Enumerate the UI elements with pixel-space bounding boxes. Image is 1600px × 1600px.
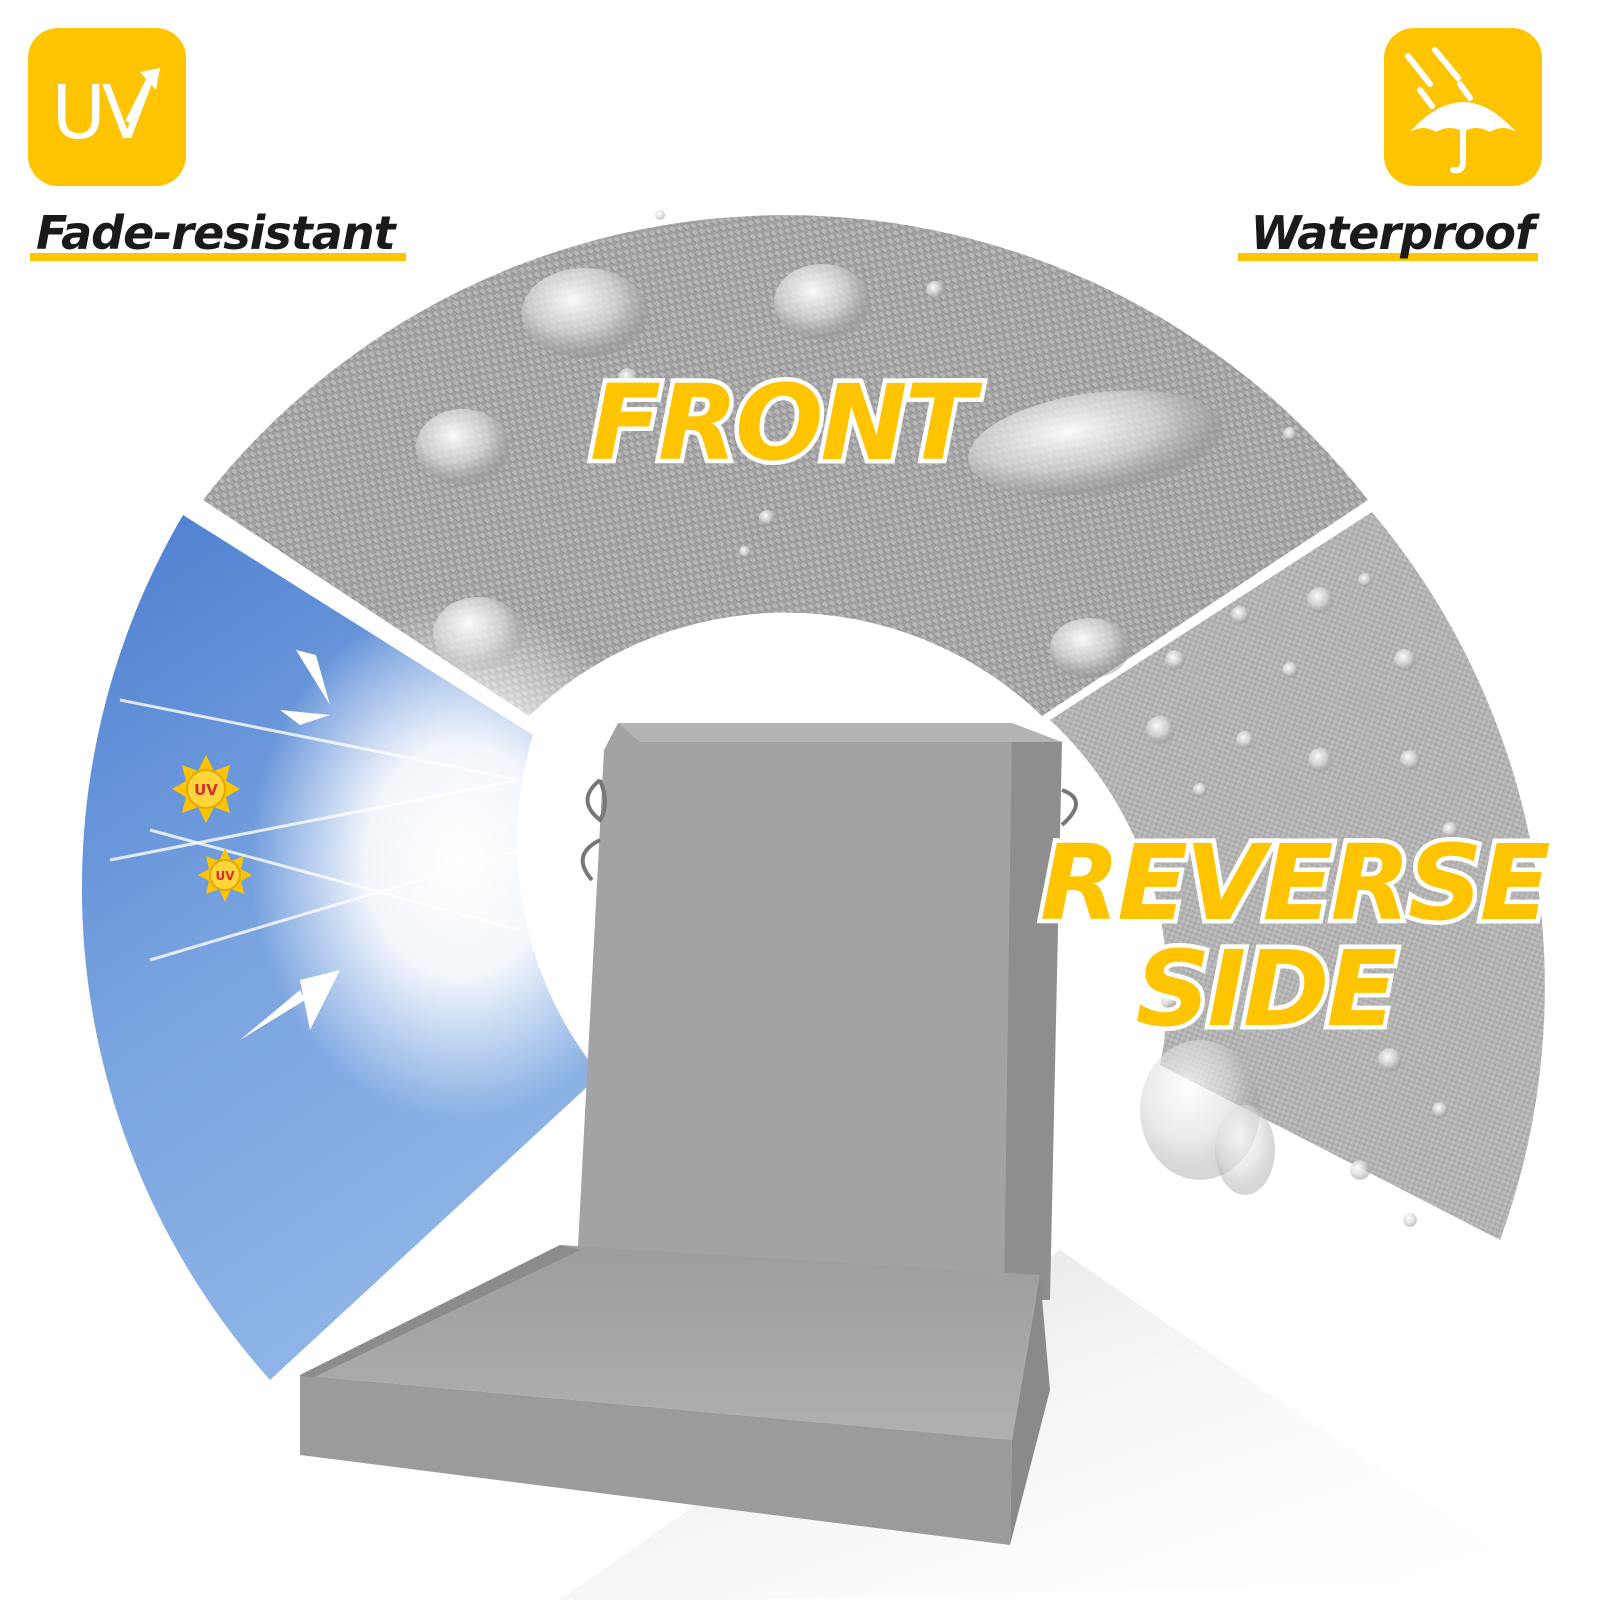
umbrella-rain-icon [1405, 47, 1516, 174]
fade-underline [30, 253, 406, 261]
reverse-side-label: REVERSE SIDE [1036, 822, 1556, 1050]
waterproof-label: Waterproof [1250, 206, 1535, 260]
front-fabric-panel [203, 215, 1368, 716]
reverse-line: REVERSE [1036, 822, 1556, 944]
uv-badge-text: UV [52, 70, 153, 156]
uv-sun-text-small: UV [215, 869, 235, 883]
uv-sun-icon: UV UV [172, 755, 252, 902]
uv-sun-text: UV [194, 781, 218, 799]
waterproof-underline [1238, 253, 1538, 261]
sun-rays [109, 600, 670, 1120]
water-drops-front [416, 210, 1297, 678]
fade-resistant-label: Fade-resistant [36, 206, 396, 260]
front-label: FRONT [586, 362, 981, 484]
uv-arrow-icon: UV [52, 68, 160, 156]
water-drops-reverse [1140, 573, 1458, 1227]
side-line: SIDE [1131, 928, 1402, 1050]
chair-cushion-icon [300, 723, 1078, 1545]
uv-badge [28, 28, 186, 186]
